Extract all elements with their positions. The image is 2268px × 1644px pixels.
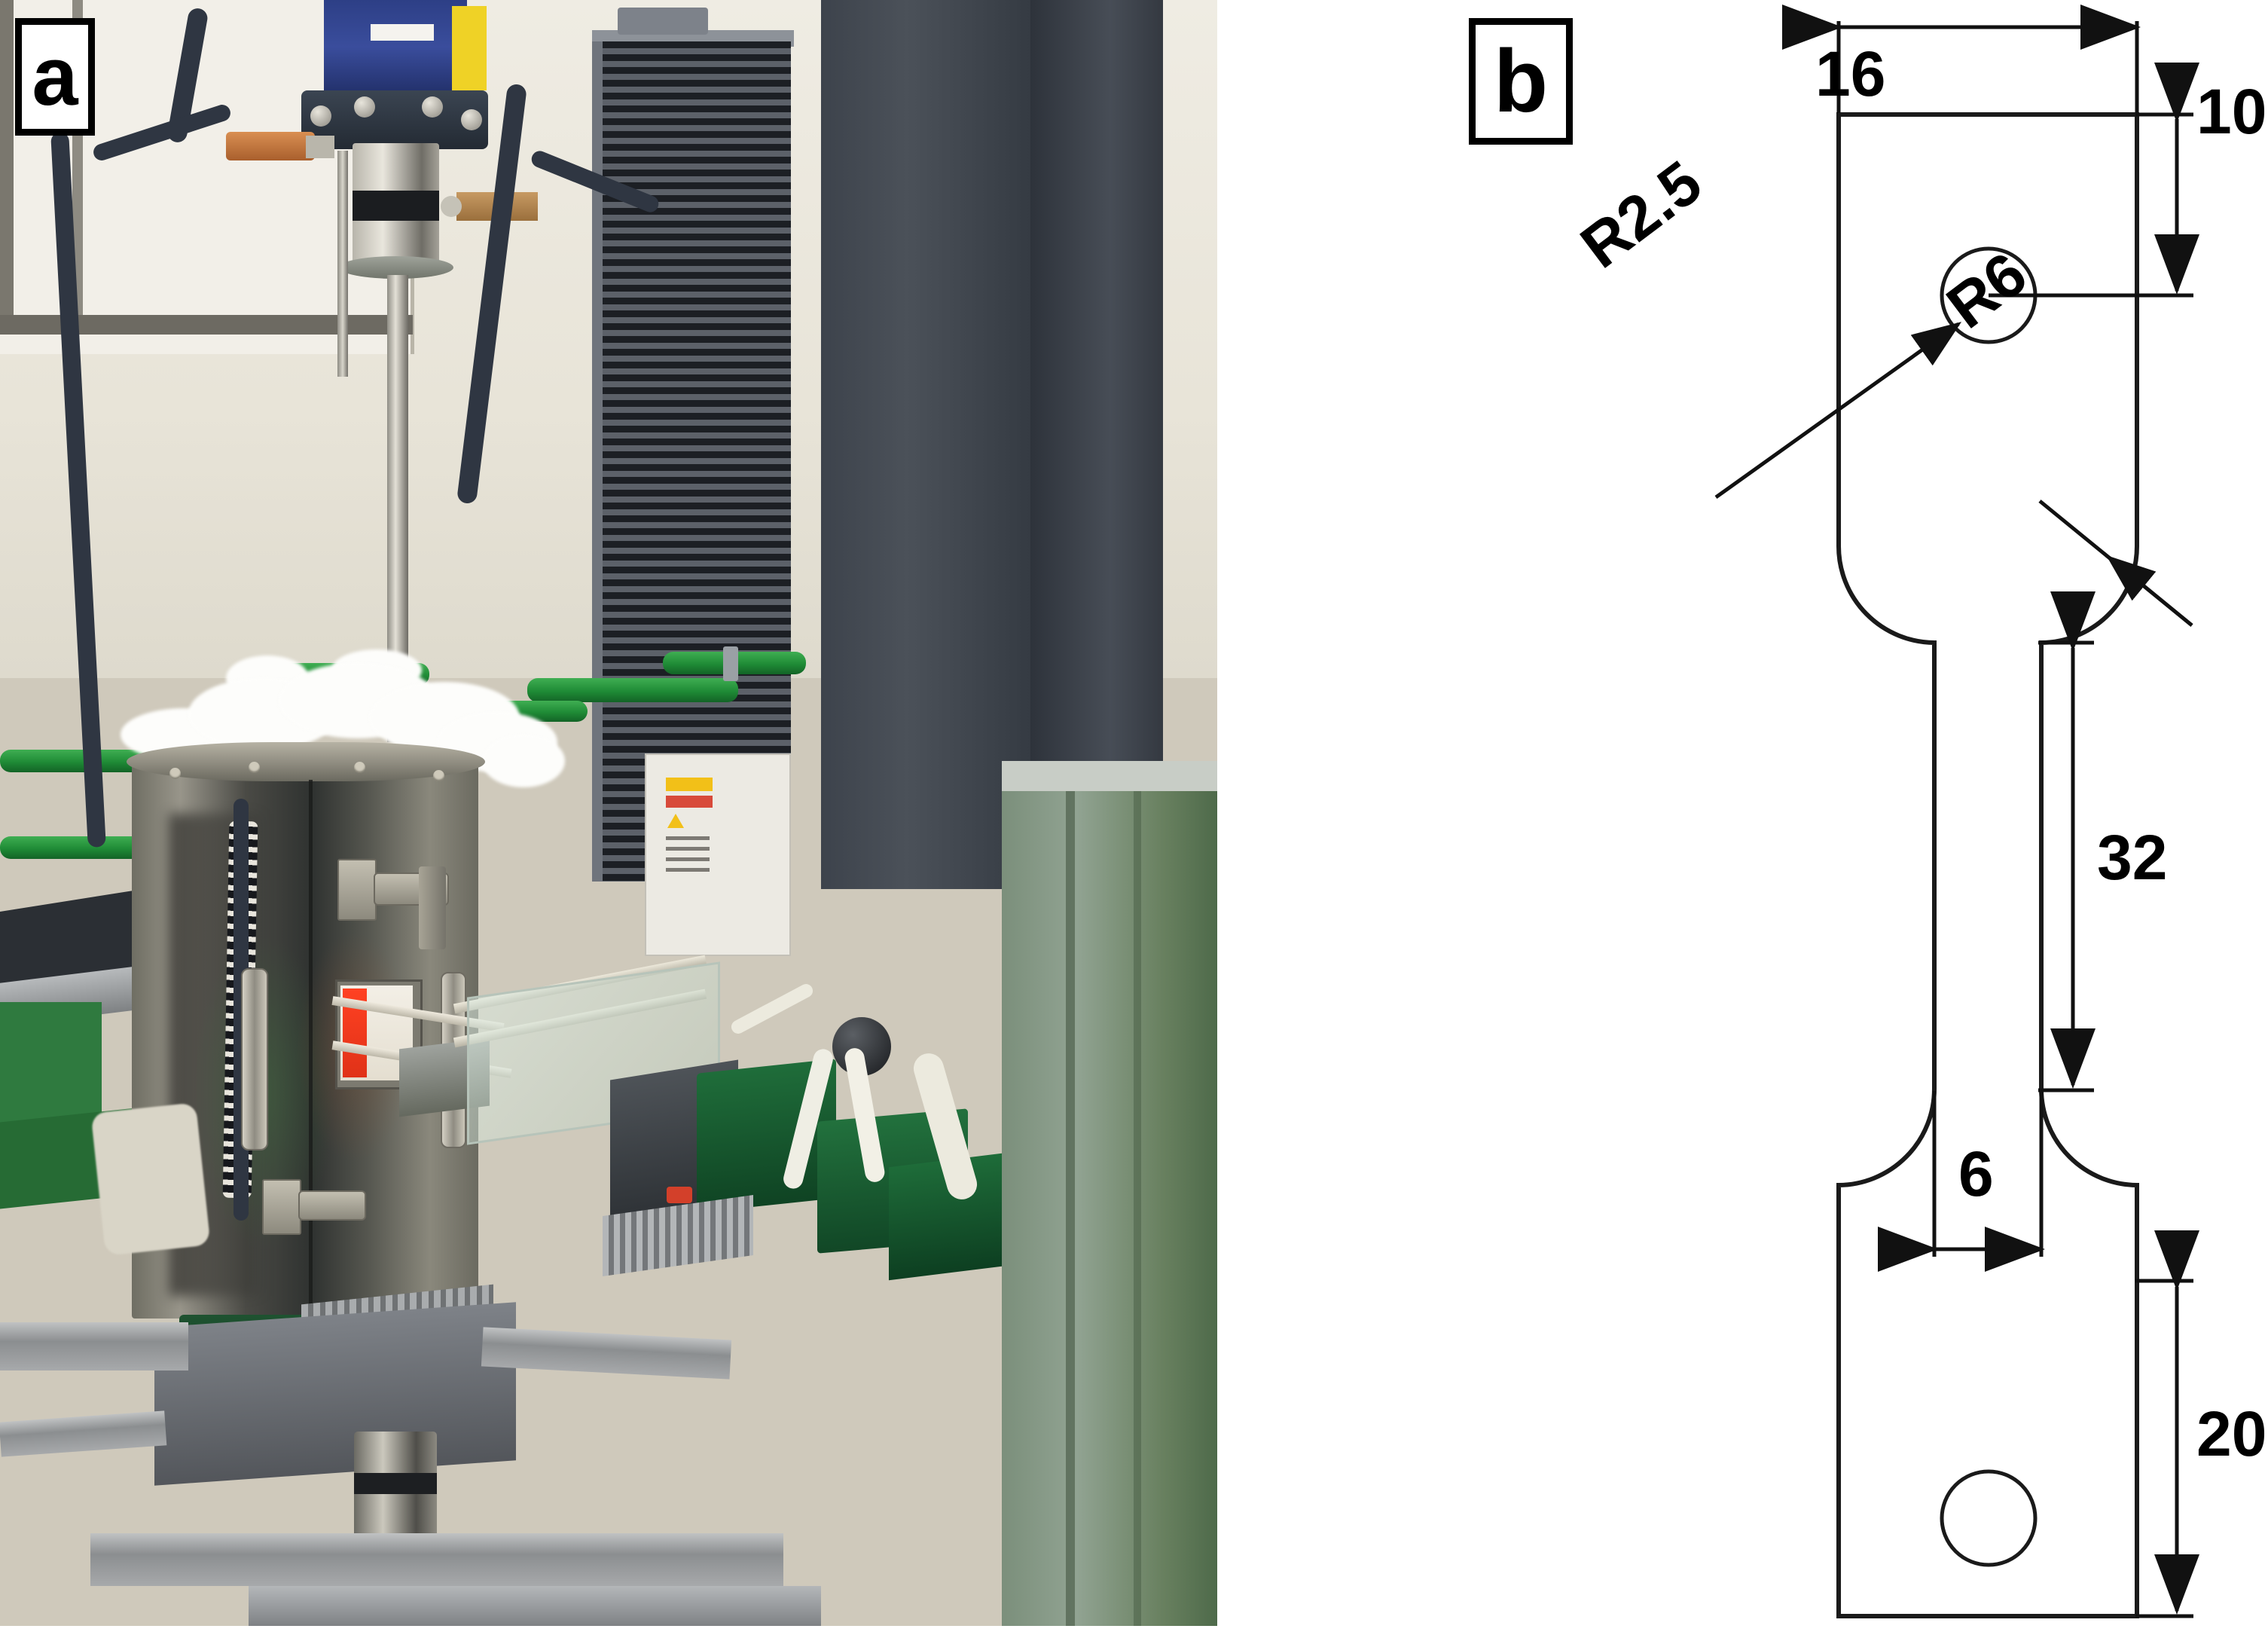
fitting-collar-right bbox=[441, 196, 462, 217]
hazard-triangle-icon bbox=[667, 814, 684, 828]
machine-vent-grille bbox=[603, 41, 791, 882]
warning-label-red bbox=[666, 796, 713, 808]
furnace-latch-bottom-base bbox=[262, 1179, 301, 1235]
cabinet-seam-2 bbox=[1134, 791, 1141, 1626]
dim-label-20: 20 bbox=[2196, 1398, 2267, 1469]
machine-column bbox=[821, 0, 1036, 889]
column-bracket bbox=[618, 8, 708, 35]
window-frame-left bbox=[0, 0, 14, 332]
furnace-hinge bbox=[419, 866, 446, 949]
specimen-drawing-svg bbox=[1714, 5, 2199, 1618]
furnace-handle-left bbox=[241, 968, 268, 1150]
load-cell-label bbox=[371, 24, 434, 41]
dim-label-10: 10 bbox=[2196, 76, 2267, 147]
flange-bolt-3 bbox=[422, 96, 443, 118]
panel-a-photograph bbox=[0, 0, 1217, 1626]
frame-rail-2 bbox=[0, 1410, 167, 1457]
green-equipment-left bbox=[0, 1002, 102, 1123]
guide-rod bbox=[337, 151, 348, 377]
dim-label-32: 32 bbox=[2097, 822, 2168, 893]
load-cell-yellow-stripe bbox=[452, 6, 487, 90]
ceramic-wool-6 bbox=[482, 735, 565, 787]
panel-label-a: a bbox=[15, 18, 95, 136]
panel-b-drawing: 16 10 R2.5 R6 32 6 20 bbox=[1431, 0, 2268, 1644]
green-cabinet-top bbox=[1002, 761, 1217, 791]
furnace-rivet-4 bbox=[433, 770, 444, 781]
hose-clip-2 bbox=[723, 646, 738, 681]
warning-label-yellow bbox=[666, 778, 713, 791]
furnace-latch-top-base bbox=[337, 859, 377, 921]
furnace-rivet-2 bbox=[249, 762, 260, 773]
leader-line-r6 bbox=[2106, 555, 2193, 627]
control-box-text bbox=[666, 836, 710, 840]
vent-edge bbox=[592, 41, 604, 882]
fitting-collar-left bbox=[306, 136, 334, 158]
cooling-hose-4 bbox=[527, 678, 738, 702]
furnace-rivet-3 bbox=[354, 762, 365, 773]
green-cabinet bbox=[1002, 761, 1217, 1626]
red-connector bbox=[667, 1187, 692, 1203]
furnace-top-rim bbox=[127, 742, 485, 781]
frame-rail-4 bbox=[90, 1533, 783, 1586]
frame-rail-1 bbox=[0, 1322, 188, 1371]
flange-bolt-2 bbox=[354, 96, 375, 118]
machine-table-plate bbox=[154, 1302, 516, 1486]
flange-bolt-4 bbox=[461, 109, 482, 130]
flange-bolt-1 bbox=[310, 105, 331, 127]
load-cell bbox=[324, 0, 467, 94]
frame-rail-6 bbox=[249, 1586, 821, 1626]
panel-label-b: b bbox=[1469, 18, 1573, 145]
lower-grip-band bbox=[354, 1473, 437, 1494]
dim-label-6: 6 bbox=[1958, 1138, 1994, 1209]
pin-hole-bottom bbox=[1940, 1469, 2038, 1567]
furnace-latch-bottom-arm bbox=[298, 1190, 366, 1221]
furnace-split-seam bbox=[309, 780, 313, 1319]
cabinet-seam bbox=[1066, 791, 1075, 1626]
frame-rail-3 bbox=[481, 1327, 732, 1380]
leader-line-r2-5 bbox=[1714, 322, 1962, 500]
ceramic-wool-lower bbox=[90, 1102, 211, 1256]
specimen-outline bbox=[1836, 112, 2139, 1618]
coupling-band bbox=[353, 191, 439, 221]
furnace-rivet-1 bbox=[169, 768, 181, 779]
dim-label-16: 16 bbox=[1815, 38, 1886, 109]
copper-fitting-left bbox=[226, 132, 315, 160]
pneumatic-tube-1 bbox=[728, 981, 816, 1037]
